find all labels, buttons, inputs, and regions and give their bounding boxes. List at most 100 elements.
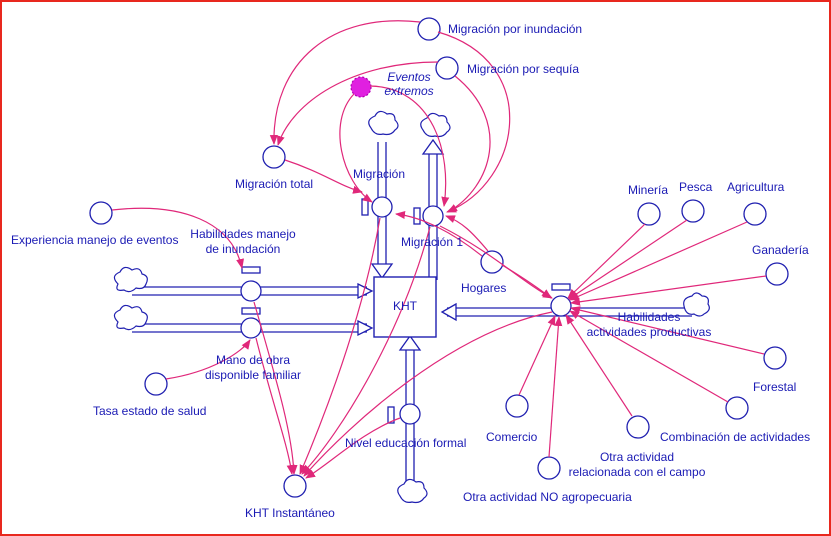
pipe-arrowheads (357, 138, 457, 351)
link-agricultura-hab (569, 221, 748, 301)
label-hogares: Hogares (461, 281, 507, 295)
cloud-left-top (113, 266, 148, 293)
aux-agricultura (743, 202, 767, 226)
label-otra-campo-2: relacionada con el campo (568, 465, 706, 479)
aux-eventos-extremos (350, 76, 372, 98)
label-migracion-sequia: Migración por sequía (467, 62, 580, 76)
valve-circle-migracion (371, 196, 393, 218)
link-eventos-mig1 (369, 85, 450, 207)
valve-bar-educacion (387, 406, 395, 424)
link-otra-campo-hab (565, 314, 633, 417)
arrowhead-educacion (398, 334, 422, 351)
label-experiencia: Experiencia manejo de eventos (11, 233, 179, 247)
valve-bar-habilidades-productivas (551, 283, 571, 291)
label-nivel-educacion: Nivel educación formal (345, 436, 467, 450)
aux-forestal (763, 346, 787, 370)
link-hab-prod-kht-inst (303, 311, 553, 477)
aux-otra-campo (626, 415, 650, 439)
valve-circle-educacion (399, 403, 421, 425)
causal-links (111, 20, 767, 479)
cloud-migracion-1 (420, 112, 451, 138)
link-mano-kht-inst (255, 337, 295, 475)
label-habilidades-manejo-2: de inundación (205, 242, 281, 256)
valve-circle-habilidades-productivas (550, 295, 572, 317)
label-tasa-salud: Tasa estado de salud (93, 404, 207, 418)
cloud-left-bottom (113, 304, 148, 331)
label-habilidades-productivas-1: Habilidades (617, 310, 681, 324)
label-forestal: Forestal (753, 380, 797, 394)
aux-migracion-total (262, 145, 286, 169)
arrowhead-migracion-1 (421, 138, 445, 155)
valve-circle-habilidades-manejo (240, 280, 262, 302)
link-forestal-hab (570, 306, 765, 355)
label-comercio: Comercio (486, 430, 538, 444)
valve-circle-migracion-1 (422, 205, 444, 227)
link-hogares-mig1 (445, 215, 489, 252)
link-habman-kht-inst (253, 301, 298, 475)
valves (240, 196, 572, 425)
link-sequia-total (276, 61, 439, 146)
link-sequia-mig1 (447, 75, 491, 213)
aux-combinacion (725, 396, 749, 420)
aux-experiencia (89, 201, 113, 225)
link-ganaderia-hab (570, 275, 767, 306)
valve-bar-mano-obra (241, 307, 261, 315)
arrowhead-left-bottom (357, 319, 374, 337)
link-hogares-hab-prod (501, 264, 552, 299)
link-mineria-hab (567, 223, 646, 299)
link-inundacion-mig1 (437, 31, 511, 213)
aux-migracion-sequia (435, 56, 459, 80)
clouds (113, 110, 710, 504)
link-hogares-migracion (395, 211, 483, 257)
link-mig1-kht-inst (301, 226, 431, 475)
label-pesca: Pesca (679, 180, 713, 194)
aux-ganaderia (765, 262, 789, 286)
aux-tasa-salud (144, 372, 168, 396)
link-inundacion-total (269, 20, 421, 145)
kht-stock-label: KHT (393, 299, 417, 313)
link-otra-no-agro-hab (548, 316, 563, 458)
link-educacion-kht-inst (305, 417, 401, 479)
valve-bar-habilidades-manejo (241, 266, 261, 274)
aux-otra-no-agro (537, 456, 561, 480)
arrowhead-habilidades (440, 302, 457, 322)
aux-mineria (637, 202, 661, 226)
label-eventos-extremos-2: extremos (384, 84, 434, 98)
label-otra-no-agro: Otra actividad NO agropecuaria (463, 490, 632, 504)
label-otra-campo-1: Otra actividad (599, 450, 675, 464)
aux-comercio (505, 394, 529, 418)
link-comercio-hab (518, 315, 556, 396)
label-mano-obra-1: Mano de obra (215, 353, 291, 367)
cloud-educacion (397, 478, 428, 504)
kht-stock-box (373, 276, 437, 338)
label-combinacion: Combinación de actividades (660, 430, 811, 444)
link-pesca-hab (568, 219, 688, 300)
valve-bar-migracion (361, 198, 369, 216)
aux-migracion-inundacion (417, 17, 441, 41)
aux-kht-instantaneo (283, 474, 307, 498)
label-migracion-inundacion: Migración por inundación (448, 22, 583, 36)
label-migracion-1: Migración 1 (401, 235, 464, 249)
aux-hogares (480, 250, 504, 274)
link-experiencia-hab (111, 207, 244, 269)
link-salud-mano (165, 339, 251, 380)
link-combinacion-hab (569, 310, 729, 403)
label-ganaderia: Ganadería (752, 243, 809, 257)
label-habilidades-productivas-2: actividades productivas (586, 325, 712, 339)
link-total-migracion (284, 159, 363, 194)
cloud-habilidades (683, 292, 710, 317)
aux-circles (89, 17, 789, 498)
label-eventos-extremos-1: Eventos (387, 70, 431, 84)
aux-pesca (681, 199, 705, 223)
label-habilidades-manejo-1: Habilidades manejo (190, 227, 296, 241)
label-migracion-total: Migración total (235, 177, 314, 191)
label-migracion: Migración (353, 167, 406, 181)
label-agricultura: Agricultura (727, 180, 785, 194)
label-mineria: Minería (628, 183, 669, 197)
link-migracion-kht-inst (299, 217, 381, 475)
label-mano-obra-2: disponible familiar (204, 368, 302, 382)
arrowhead-migracion (370, 263, 394, 280)
cloud-migracion (368, 110, 399, 136)
